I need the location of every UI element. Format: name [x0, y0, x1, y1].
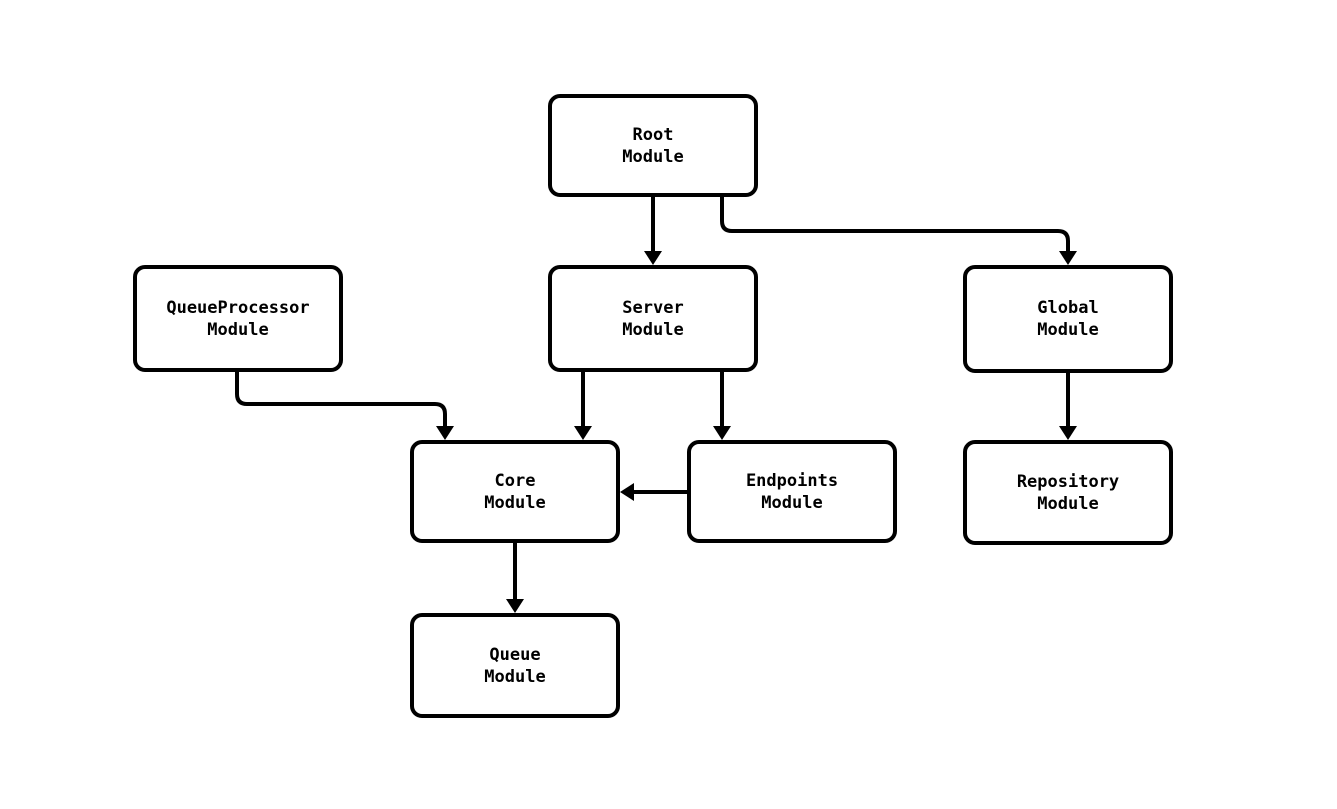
node-endpoints[interactable]: Endpoints Module	[687, 440, 897, 543]
node-core[interactable]: Core Module	[410, 440, 620, 543]
edge-queueprocessor-to-core	[235, 372, 447, 426]
arrowhead-server-to-endpoints	[713, 426, 731, 440]
edge-root-to-global	[720, 197, 1070, 251]
node-global-label-line2: Module	[1037, 320, 1099, 340]
node-queue[interactable]: Queue Module	[410, 613, 620, 718]
node-server[interactable]: Server Module	[548, 265, 758, 372]
arrowhead-queueprocessor-to-core	[436, 426, 454, 440]
arrowhead-global-to-repository	[1059, 426, 1077, 440]
node-global-label-line1: Global	[1037, 298, 1099, 318]
node-queue-label-line2: Module	[484, 666, 546, 687]
node-endpoints-label-line2: Module	[761, 492, 823, 513]
node-repository[interactable]: Repository Module	[963, 440, 1173, 545]
node-repository-label-line2: Module	[1037, 493, 1099, 514]
node-queueprocessor-label-line1: QueueProcessor	[166, 297, 310, 318]
node-root-label-line2: Module	[622, 146, 684, 167]
node-repository-label-line1: Repository	[1016, 471, 1120, 492]
arrowhead-core-to-queue	[506, 599, 524, 613]
node-queue-label-line1: Queue	[489, 644, 541, 665]
node-root[interactable]: Root Module	[548, 94, 758, 197]
node-server-label-line1: Server	[622, 297, 684, 318]
node-endpoints-label-line1: Endpoints	[745, 470, 839, 491]
arrowhead-root-to-global	[1059, 251, 1077, 265]
arrowhead-server-to-core	[574, 426, 592, 440]
node-root-label-line1: Root	[632, 124, 674, 145]
node-server-label-line2: Module	[622, 319, 684, 340]
node-queueprocessor[interactable]: QueueProcessor Module	[133, 265, 343, 372]
node-core-label-line1: Core	[494, 470, 536, 491]
arrowhead-root-to-server	[644, 251, 662, 265]
node-core-label-line2: Module	[484, 492, 546, 513]
arrowhead-endpoints-to-core	[620, 483, 634, 501]
node-queueprocessor-label-line2: Module	[207, 319, 269, 340]
node-global[interactable]: Global Module	[963, 265, 1173, 373]
